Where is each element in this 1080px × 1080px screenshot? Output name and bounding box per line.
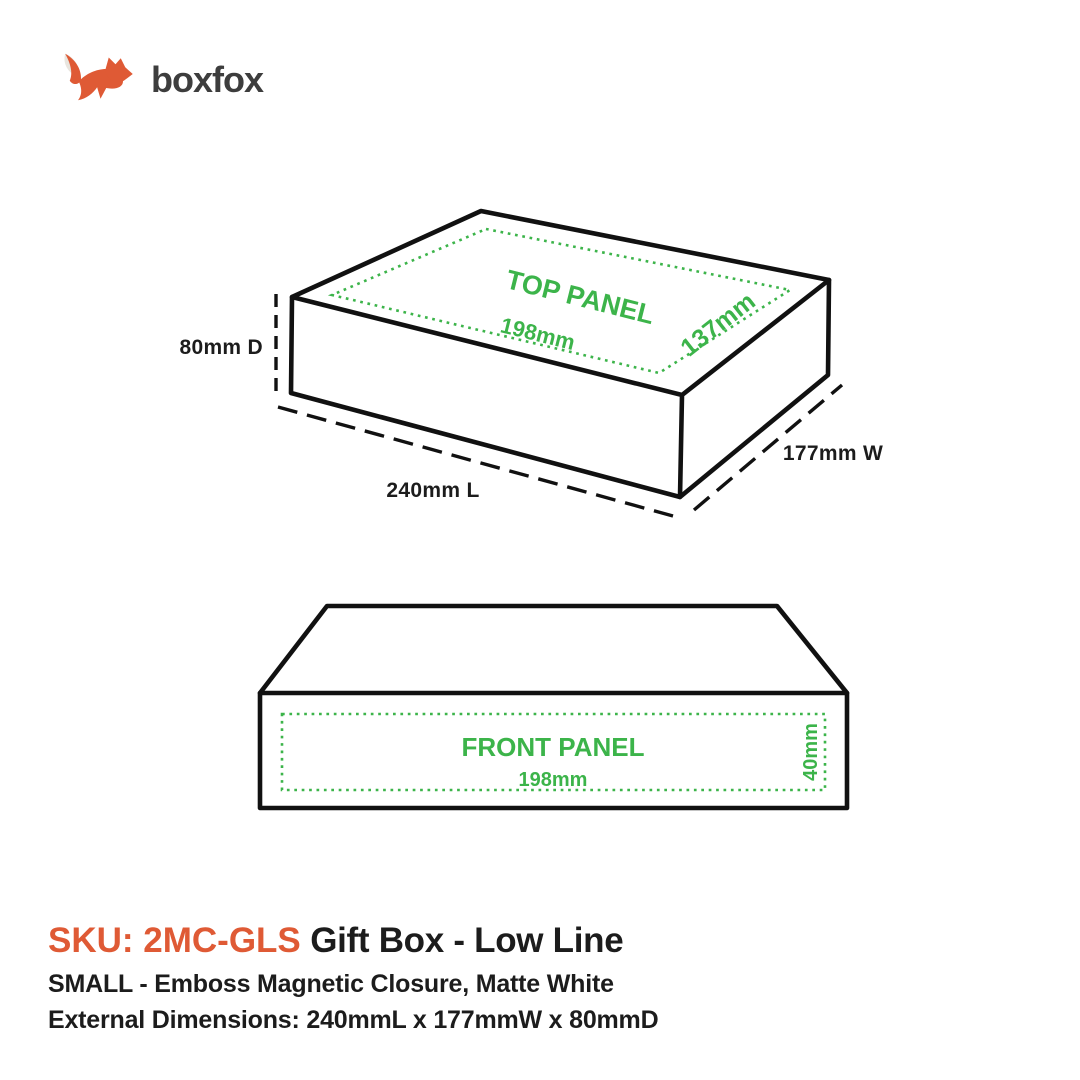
product-title: Gift Box - Low Line [300,921,624,960]
length-dimension-label: 240mm L [386,479,479,502]
fox-head [105,57,133,82]
isometric-box: TOP PANEL 198mm 137mm 80mm D 240mm L 177… [179,208,883,518]
brand-wordmark: boxfox [151,59,264,100]
iso-box-edges [289,277,832,500]
width-dimension-line [692,383,844,512]
front-panel-length-label: 198mm [519,769,588,791]
iso-box-silhouette [288,208,832,500]
sku-label: SKU: 2MC-GLS [48,921,301,960]
front-view: FRONT PANEL 198mm 40mm [257,603,850,811]
front-panel-label: FRONT PANEL [462,732,645,762]
front-panel-height-label: 40mm [800,723,822,781]
product-title-line: SKU: 2MC-GLS Gift Box - Low Line [48,921,658,961]
product-info: SKU: 2MC-GLS Gift Box - Low Line SMALL -… [48,921,659,1035]
fox-icon [64,53,133,101]
length-dimension-line [277,405,674,518]
product-subtitle: SMALL - Emboss Magnetic Closure, Matte W… [48,970,614,998]
depth-dimension-label: 80mm D [179,336,263,359]
width-dimension-label: 177mm W [783,442,883,465]
brand-logo: boxfox [57,50,264,110]
product-dimensions: External Dimensions: 240mmL x 177mmW x 8… [48,1006,659,1034]
fox-leg [96,86,107,99]
fox-tail [65,53,82,85]
